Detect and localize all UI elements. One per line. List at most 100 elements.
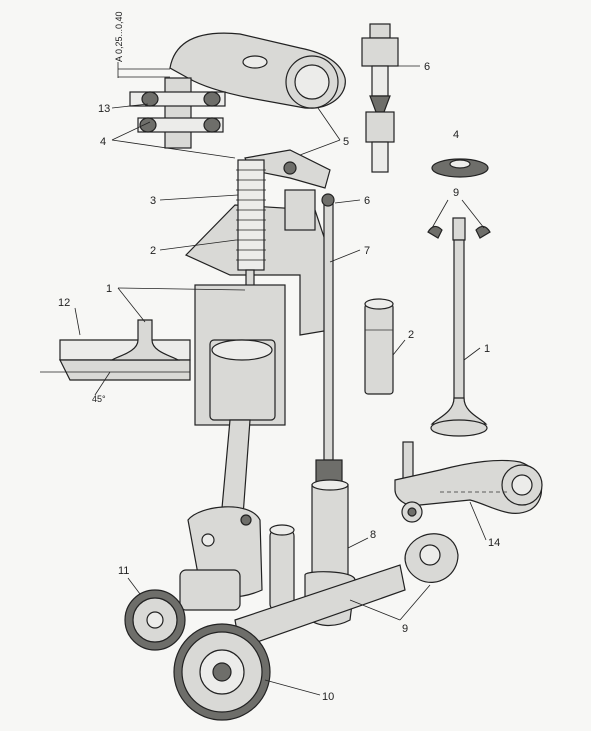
- tappet-rim: [311, 479, 349, 491]
- valve-stem-tip: [452, 217, 466, 241]
- top-rocker-arm-group: A 0,25...0,40: [114, 11, 346, 149]
- camshaft-assembly: [124, 524, 406, 721]
- leader-1a: [117, 287, 246, 291]
- seat-valve: [110, 319, 180, 361]
- leader-2-guide: [392, 339, 406, 356]
- valve-head: [430, 419, 488, 437]
- valve-guide-top: [364, 298, 394, 310]
- rocker-roller-inner: [294, 64, 330, 100]
- leader-11: [127, 577, 141, 595]
- rocker-slot: [242, 55, 268, 69]
- crank-gear: [124, 589, 186, 651]
- leader-13: [111, 103, 149, 109]
- rod-bolt-hole: [201, 533, 215, 547]
- cam-follower-top: [269, 524, 295, 536]
- engine-cutaway: [184, 149, 356, 626]
- tappet: [311, 484, 349, 576]
- leader-5a: [317, 107, 341, 141]
- label-1-left: 1: [106, 283, 112, 295]
- leader-9a: [431, 199, 449, 229]
- valve-spring-plate: [431, 158, 489, 178]
- piston-crown: [211, 339, 273, 361]
- crank-gear-hub: [146, 611, 164, 629]
- valve-stem-top: [164, 77, 192, 149]
- label-5: 5: [343, 136, 349, 148]
- leader-4b: [111, 139, 236, 159]
- valve-guide: [364, 298, 394, 395]
- angle-label: 45°: [92, 394, 106, 404]
- leader-10: [264, 679, 321, 696]
- adjusting-screw-top: [361, 23, 399, 173]
- valve-seat-detail: 45°: [40, 319, 191, 404]
- label-1-right: 1: [484, 343, 490, 355]
- crank-journal: [179, 569, 241, 611]
- leader-2: [159, 239, 237, 251]
- leader-9b: [461, 199, 485, 229]
- leader-5b: [299, 139, 341, 156]
- label-13: 13: [98, 103, 110, 115]
- label-6-mid: 6: [364, 195, 370, 207]
- valve-key-right: [475, 225, 491, 239]
- label-8: 8: [370, 529, 376, 541]
- clearance-label: A 0,25...0,40: [114, 11, 124, 62]
- valve-key-left: [427, 225, 443, 239]
- label-6-top: 6: [424, 61, 430, 73]
- leader-1-right: [463, 347, 481, 361]
- leader-6-mid: [334, 199, 361, 204]
- label-3: 3: [150, 195, 156, 207]
- lever-roller-hub: [407, 507, 417, 517]
- leader-14: [469, 501, 487, 541]
- leader-9c: [349, 599, 401, 621]
- leader-1b: [117, 287, 146, 323]
- spring-core: [237, 159, 265, 271]
- rod-bolt: [240, 514, 252, 526]
- label-7: 7: [364, 245, 370, 257]
- valve-spring: [236, 159, 266, 271]
- label-4-plate: 4: [453, 129, 459, 141]
- label-12: 12: [58, 297, 70, 309]
- rocker-bracket: [284, 189, 316, 231]
- pushrod-ball-top: [321, 193, 335, 207]
- keeper-left-lower: [139, 117, 157, 133]
- valve-guide-body: [364, 303, 394, 395]
- label-9-keys: 9: [453, 187, 459, 199]
- label-4-top: 4: [100, 136, 106, 148]
- seat-block-lower: [59, 359, 191, 381]
- label-14: 14: [488, 537, 500, 549]
- screw-shank: [371, 65, 389, 97]
- label-2-guide: 2: [408, 329, 414, 341]
- leader-4a: [111, 121, 151, 141]
- right-valve-group: [427, 217, 491, 437]
- leader-lines: [74, 65, 487, 696]
- cam-follower-rod: [269, 529, 295, 611]
- valve-neck: [430, 397, 488, 425]
- spring-coils: [236, 169, 266, 261]
- label-11: 11: [118, 565, 129, 577]
- leader-7: [329, 249, 361, 263]
- label-9-cam: 9: [402, 623, 408, 635]
- angle-leader: [94, 371, 111, 396]
- valve-keepers-lower: [137, 117, 224, 133]
- screw-head: [369, 23, 391, 39]
- cam-gear: [173, 623, 271, 721]
- leader-3: [159, 194, 239, 201]
- screw-nut: [361, 37, 399, 67]
- leader-12: [74, 307, 81, 336]
- cam-disc-hole: [419, 544, 441, 566]
- label-10: 10: [322, 691, 334, 703]
- lever-eye-inner: [511, 474, 533, 496]
- keeper-right-lower: [203, 117, 221, 133]
- keeper-left-upper: [141, 91, 159, 107]
- cam-gear-nut: [212, 662, 232, 682]
- leader-9d: [399, 584, 431, 621]
- roller-lever: [394, 441, 543, 583]
- pushrod-top: [371, 141, 389, 173]
- label-2-spring: 2: [150, 245, 156, 257]
- screw-ball-end: [369, 95, 391, 113]
- rocker-pivot: [283, 161, 297, 175]
- spring-plate-hole: [449, 159, 471, 169]
- pushrod: [323, 199, 334, 461]
- pushrod-cup: [365, 111, 395, 143]
